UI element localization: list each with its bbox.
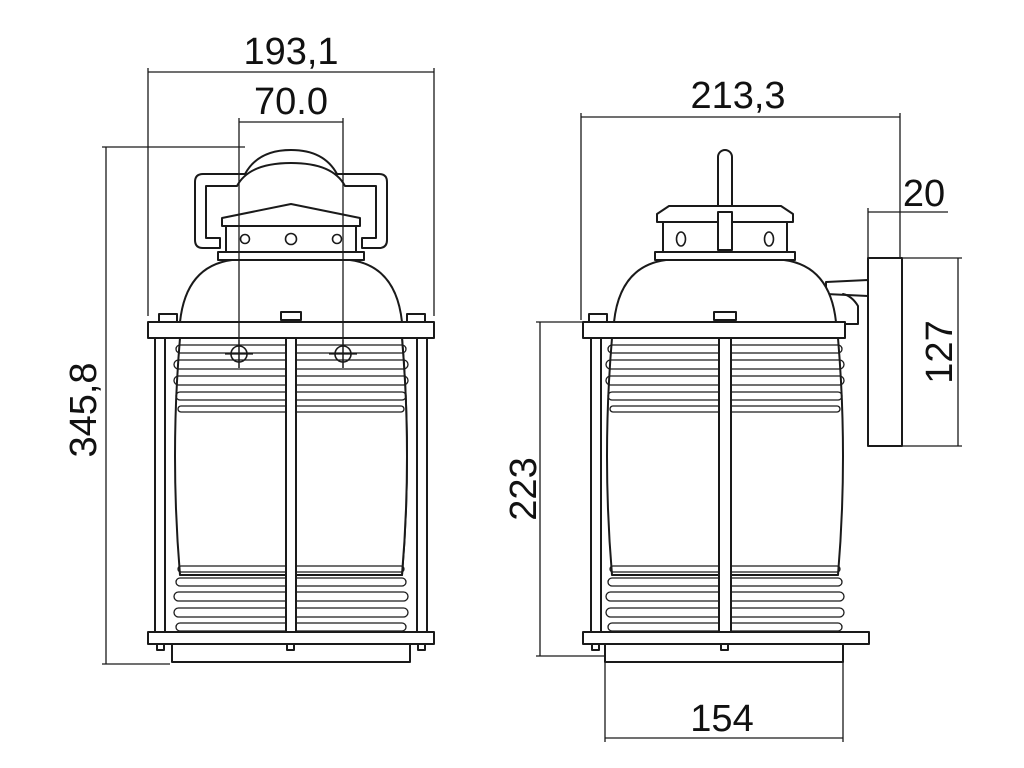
- dim-mount-spacing: 70.0: [254, 81, 328, 123]
- dim-front-height: 345,8: [63, 362, 105, 457]
- dim-base-width: 154: [690, 698, 753, 740]
- dim-bracket-depth: 20: [903, 173, 945, 215]
- side-view: [582, 149, 903, 663]
- dim-front-width: 193,1: [243, 31, 338, 73]
- dimension-lines: [102, 68, 962, 742]
- front-view: [147, 149, 435, 663]
- dim-body-height: 223: [503, 457, 545, 520]
- dim-side-width: 213,3: [690, 75, 785, 117]
- dim-backplate-height: 127: [919, 320, 961, 383]
